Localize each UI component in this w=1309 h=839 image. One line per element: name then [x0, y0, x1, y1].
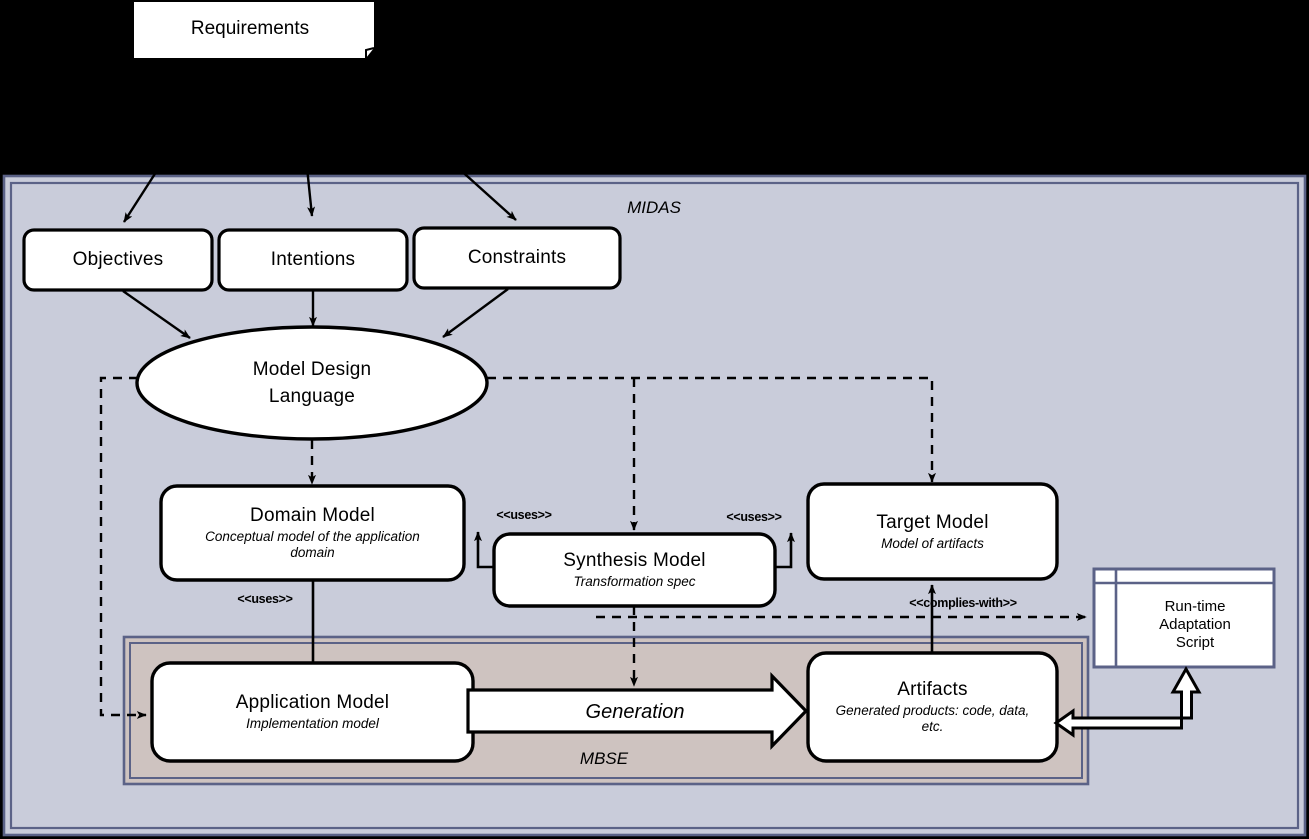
target-model-node[interactable] — [806, 482, 1059, 581]
requirements-node[interactable] — [134, 2, 375, 58]
intentions-node[interactable] — [217, 228, 409, 292]
script-to-artifacts-arrow — [1053, 665, 1202, 738]
objectives-node[interactable] — [22, 228, 214, 292]
model-design-language-node[interactable] — [135, 325, 489, 441]
domain-model-node[interactable] — [159, 484, 466, 582]
constraints-node[interactable] — [412, 226, 622, 290]
application-model-node[interactable] — [150, 661, 475, 763]
runtime-adaptation-script-node[interactable] — [1092, 567, 1276, 669]
artifacts-node[interactable] — [806, 651, 1059, 763]
edges-requirements-to-inputs — [122, 59, 517, 223]
generation-arrow — [466, 672, 809, 750]
synthesis-model-node[interactable] — [492, 532, 777, 608]
edges-inputs-to-mdl — [122, 288, 509, 339]
